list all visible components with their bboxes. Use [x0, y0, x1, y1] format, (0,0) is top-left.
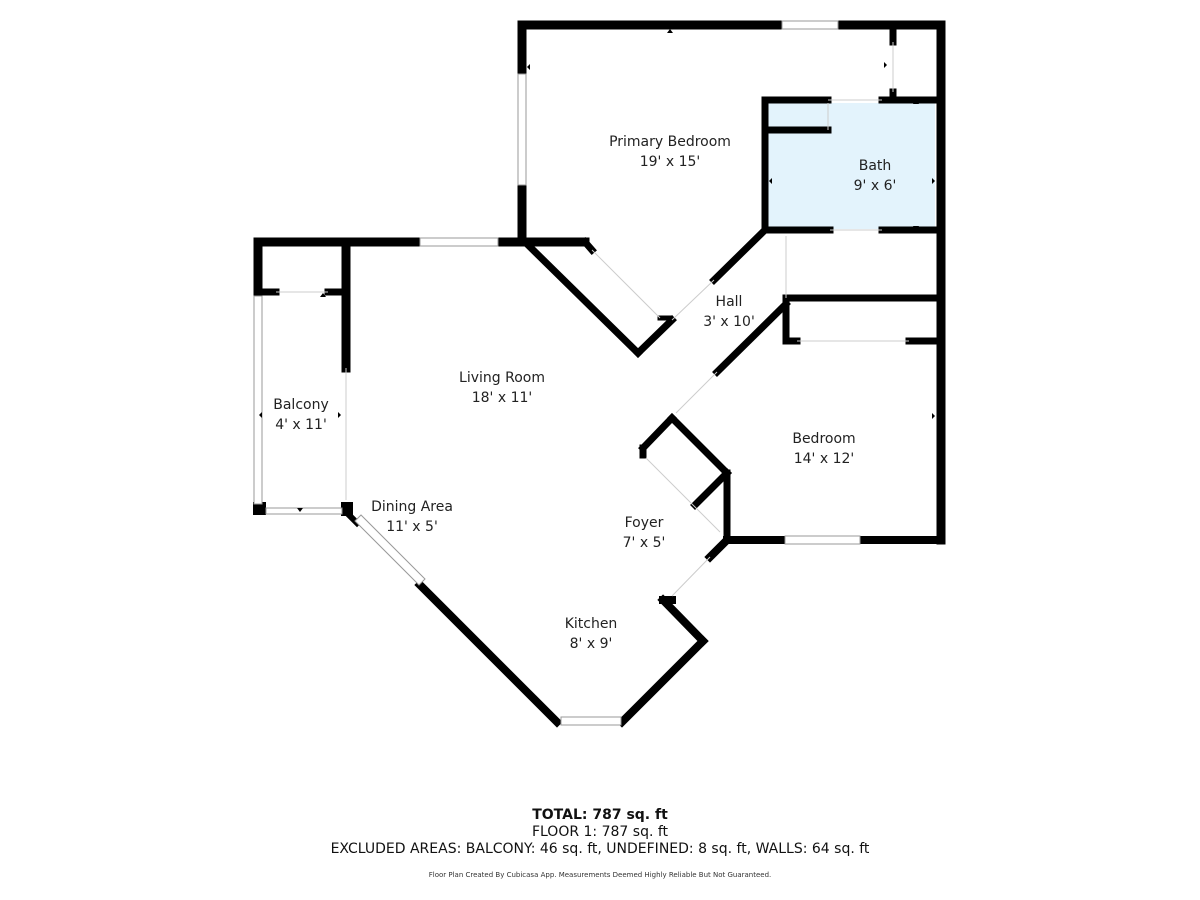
bath-fill [767, 103, 935, 229]
room-label-bedroom: Bedroom 14' x 12' [792, 429, 855, 469]
window [419, 237, 499, 247]
room-label-kitchen: Kitchen 8' x 9' [565, 614, 618, 654]
room-label-hall: Hall 3' x 10' [703, 292, 755, 332]
room-label-balcony: Balcony 4' x 11' [273, 395, 329, 435]
room-label-foyer: Foyer 7' x 5' [623, 513, 666, 553]
room-dims: 9' x 6' [853, 178, 897, 194]
room-name: Hall [715, 294, 743, 310]
measurement-ticks [259, 29, 935, 512]
doorways [276, 42, 909, 597]
room-dims: 18' x 11' [471, 390, 533, 406]
room-dims: 3' x 10' [703, 314, 755, 330]
room-name: Primary Bedroom [609, 134, 731, 150]
window [354, 514, 426, 586]
windows [253, 20, 861, 726]
room-dims: 19' x 15' [639, 154, 701, 170]
room-dims: 7' x 5' [622, 535, 666, 551]
room-name: Foyer [624, 515, 664, 531]
total-area: TOTAL: 787 sq. ft [532, 807, 668, 823]
room-name: Bath [858, 158, 892, 174]
window [560, 716, 622, 726]
walls [253, 20, 946, 728]
room-dims: 4' x 11' [275, 417, 327, 433]
disclaimer: Floor Plan Created By Cubicasa App. Meas… [428, 871, 772, 879]
window [265, 507, 343, 515]
room-label-bath: Bath 9' x 6' [854, 156, 897, 196]
room-dims: 8' x 9' [569, 636, 613, 652]
room-label-primary-bedroom: Primary Bedroom 19' x 15' [609, 132, 731, 172]
room-name: Kitchen [564, 616, 618, 632]
floor-area: FLOOR 1: 787 sq. ft [531, 824, 669, 840]
room-name: Dining Area [371, 499, 453, 515]
room-name: Balcony [273, 397, 329, 413]
window [253, 295, 263, 505]
room-dims: 14' x 12' [793, 451, 855, 467]
room-label-dining-area: Dining Area 11' x 5' [371, 497, 453, 537]
window [517, 73, 527, 186]
room-name: Bedroom [792, 431, 856, 447]
room-name: Living Room [459, 370, 545, 386]
window [781, 20, 839, 30]
window [784, 535, 861, 545]
room-dims: 11' x 5' [386, 519, 438, 535]
room-label-living-room: Living Room 18' x 11' [459, 368, 545, 408]
excluded-areas: EXCLUDED AREAS: BALCONY: 46 sq. ft, UNDE… [330, 841, 870, 857]
